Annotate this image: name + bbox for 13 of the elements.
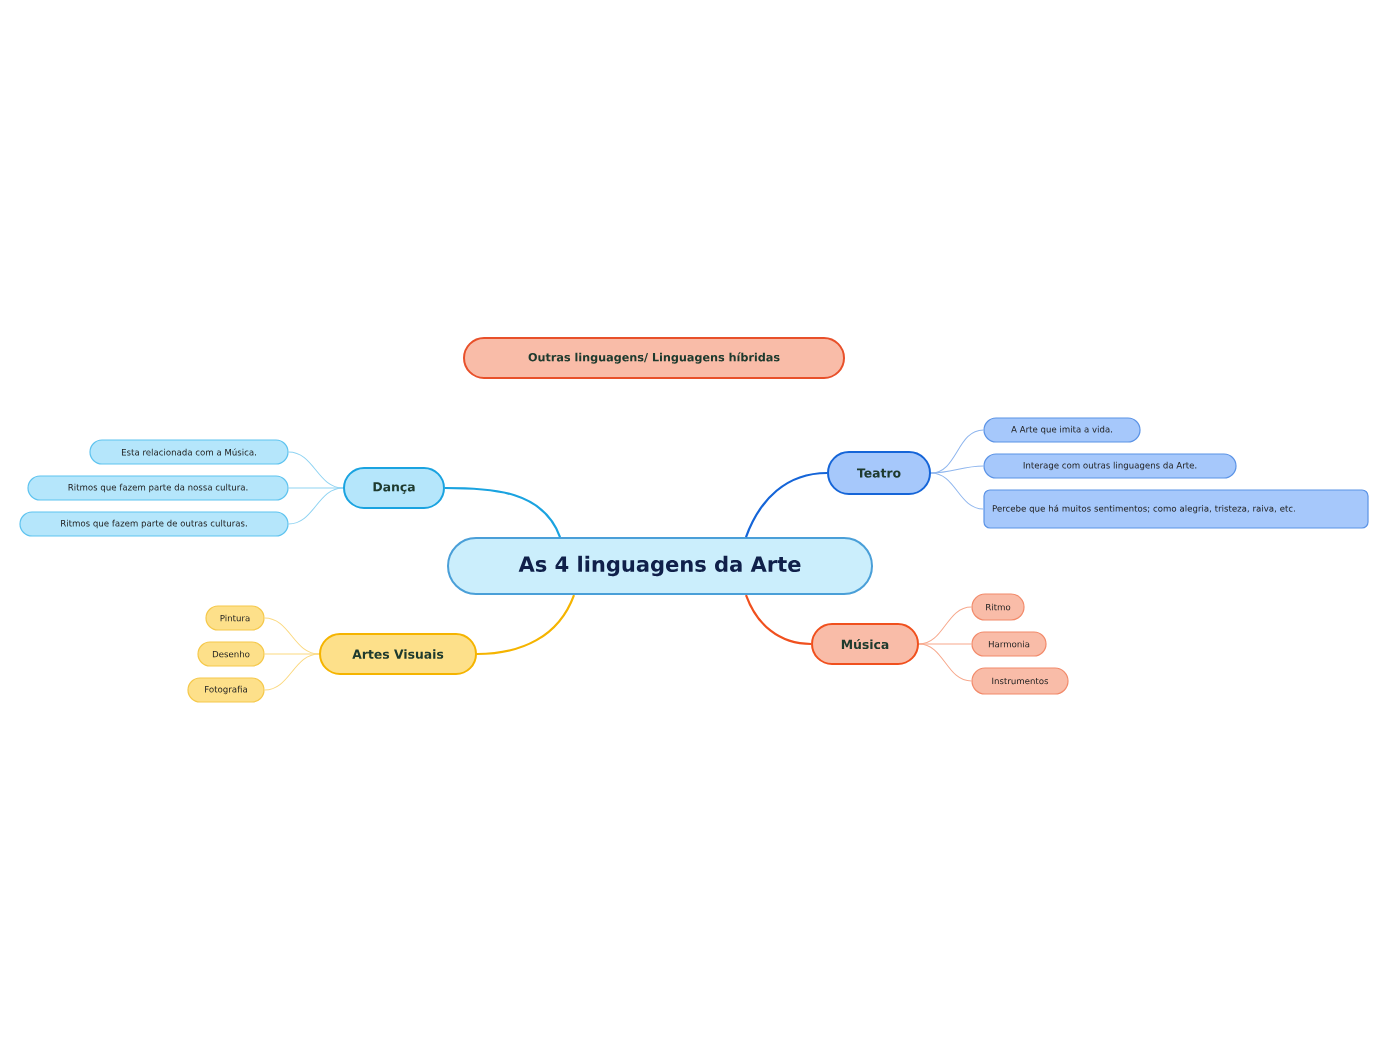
connector-line: [288, 487, 344, 489]
central-topic: As 4 linguagens da Arte: [447, 537, 873, 595]
connector-line: [918, 643, 972, 645]
connector-line: [445, 486, 561, 538]
connector-line: [930, 465, 984, 474]
connector-line: [745, 594, 812, 646]
connector-line: [288, 487, 344, 525]
connector-line: [745, 471, 828, 538]
connector-line: [264, 653, 320, 691]
connector-line: [918, 643, 972, 682]
connector-line: [264, 653, 320, 655]
connector-line: [476, 594, 575, 656]
connector-line: [930, 472, 984, 510]
